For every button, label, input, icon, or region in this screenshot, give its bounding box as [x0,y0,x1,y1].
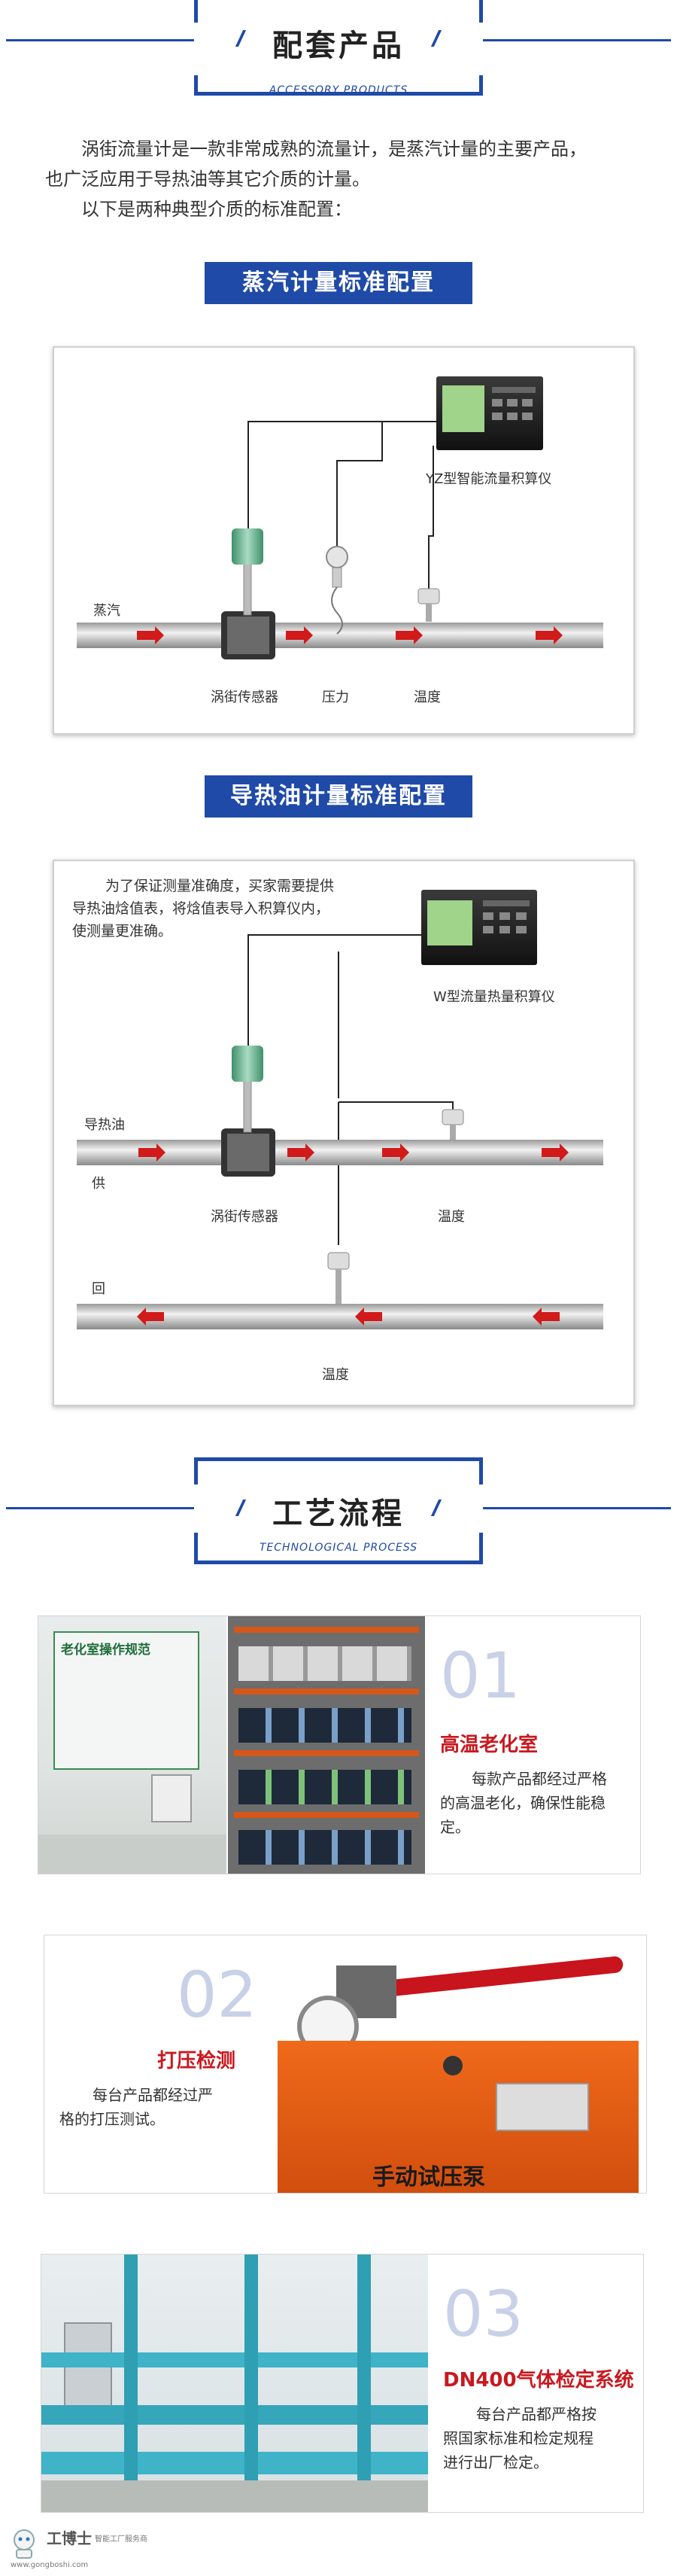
oil-instrument-label: W型流量热量积算仪 [433,989,555,1005]
oil-medium-label: 导热油 [84,1117,125,1133]
oil-temperature-label-1: 温度 [438,1209,465,1225]
aging-board-title: 老化室操作规范 [61,1643,150,1658]
aging-room-photo: 老化室操作规范 [38,1616,226,1874]
step-number: 02 [177,1958,257,2032]
pressure-pump-photo: 手动试压泵 [263,1935,646,2193]
step-desc-line: 定。 [440,1818,470,1836]
step-desc-line: 进行出厂检定。 [443,2453,548,2471]
section-subtitle: TECHNOLOGICAL PROCESS [259,1542,418,1554]
aging-rack-photo [228,1616,425,1874]
supply-label: 供 [92,1176,105,1192]
section-title: 工艺流程 [272,1497,405,1531]
intro-line: 也广泛应用于导热油等其它介质的计量。 [45,169,370,190]
step-number: 03 [443,2277,524,2351]
steam-pressure-label: 压力 [322,690,349,705]
watermark-brand: 工博士 [47,2529,92,2547]
steam-config-banner: 蒸汽计量标准配置 [205,262,472,304]
process-step-pressure-test: 02 打压检测 每台产品都经过严 格的打压测试。 手动试压泵 [44,1935,647,2194]
oil-note-line: 使测量更准确。 [72,923,173,939]
step-desc-line: 照国家标准和检定规程 [443,2429,594,2447]
steam-config-diagram: 蒸汽 YZ型智能流量积算仪 涡街传感器 压力 温度 [53,346,635,735]
watermark-logo: 工博士 智能工厂服务商 www.gongboshi.com [8,2523,158,2571]
steam-instrument-label: YZ型智能流量积算仪 [426,471,552,487]
intro-text: 涡街流量计是一款非常成熟的流量计，是蒸汽计量的主要产品， 也广泛应用于导热油等其… [45,134,647,224]
intro-line: 以下是两种典型介质的标准配置： [81,199,352,220]
pump-label: 手动试压泵 [372,2164,485,2191]
return-label: 回 [92,1281,105,1297]
steam-sensor-label: 涡街传感器 [211,690,278,705]
section-header-process: 工艺流程 TECHNOLOGICAL PROCESS [0,1457,677,1570]
steam-pipe [77,623,603,648]
pressure-transmitter [326,546,348,568]
step-desc-line: 格的打压测试。 [59,2110,165,2128]
steam-medium-label: 蒸汽 [93,603,120,619]
step-desc-line: 每台产品都经过严 [93,2086,213,2104]
step-description: 每款产品都经过严格 的高温老化，确保性能稳 定。 [440,1767,636,1839]
watermark-tagline: 智能工厂服务商 [95,2535,147,2544]
oil-note-line: 导热油焓值表，将焓值表导入积算仪内， [72,900,330,917]
section-title: 配套产品 [272,29,405,63]
oil-note-line: 为了保证测量准确度，买家需要提供 [105,878,335,894]
step-desc-line: 每款产品都经过严格 [472,1770,607,1788]
header-rule-left [6,1507,194,1509]
temperature-sensor [417,588,440,604]
process-step-calibration: 03 DN400气体检定系统 每台产品都严格按 照国家标准和检定规程 进行出厂检… [41,2254,644,2513]
watermark-url: www.gongboshi.com [11,2561,89,2569]
step-description: 每台产品都严格按 照国家标准和检定规程 进行出厂检定。 [443,2402,639,2474]
section-subtitle: ACCESSORY PRODUCTS [269,84,408,96]
oil-temperature-label-2: 温度 [322,1367,349,1383]
oil-note: 为了保证测量准确度，买家需要提供 导热油焓值表，将焓值表导入积算仪内， 使测量更… [72,875,334,942]
steam-temperature-label: 温度 [414,690,441,705]
step-title: DN400气体检定系统 [443,2369,634,2392]
step-title: 打压检测 [157,2050,236,2072]
step-description: 每台产品都经过严 格的打压测试。 [59,2083,270,2131]
step-desc-line: 每台产品都严格按 [476,2405,597,2423]
steam-diagram-drawing [77,376,603,659]
oil-config-banner: 导热油计量标准配置 [205,775,472,818]
process-step-aging: 老化室操作规范 01 高温老化室 每款产品都经过严格 的高温老化，确保性能稳 定… [38,1615,641,1874]
intro-line: 涡街流量计是一款非常成熟的流量计，是蒸汽计量的主要产品， [81,139,587,160]
supply-temperature-sensor [442,1109,464,1125]
step-number: 01 [440,1639,521,1713]
oil-vortex-sensor-head [232,1046,263,1082]
return-temperature-sensor [327,1252,350,1270]
oil-config-diagram: 为了保证测量准确度，买家需要提供 导热油焓值表，将焓值表导入积算仪内， 使测量更… [53,860,635,1406]
return-pipe [77,1304,603,1329]
vortex-sensor-head [232,528,263,565]
calibration-system-photo [41,2255,428,2512]
oil-diagram-drawing [77,890,603,1329]
robot-mascot-icon [14,2529,35,2559]
header-rule-right [483,1507,671,1509]
section-header-accessory: 配套产品 ACCESSORY PRODUCTS [0,0,677,105]
header-rule-right [483,39,671,41]
step-desc-line: 的高温老化，确保性能稳 [440,1794,606,1812]
oil-sensor-label: 涡街传感器 [211,1209,278,1225]
header-rule-left [6,39,194,41]
step-title: 高温老化室 [440,1734,539,1756]
